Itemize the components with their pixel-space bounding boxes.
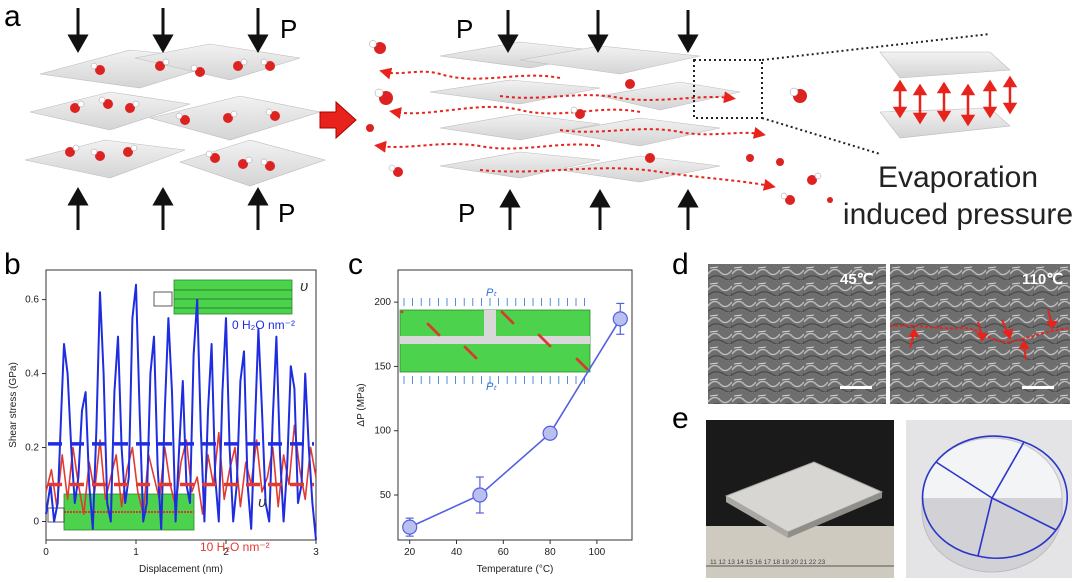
y-tick-label: 0 [33,517,39,528]
y-tick-label: 200 [374,297,391,308]
water-molecule [500,310,504,314]
data-point [472,487,488,503]
water-molecule [463,345,467,349]
x-tick-label: 100 [589,547,606,558]
sem-label-110c: 110℃ [1022,271,1064,288]
escaping-water-paths [374,67,776,191]
water-molecule [400,310,404,314]
md-inset [399,298,591,384]
photo-ceramic-plate: 11 12 13 14 15 16 17 18 19 20 21 22 23 [706,420,894,578]
panel-letter-a: a [4,0,21,33]
spring-box [153,291,173,307]
ruler-numbers: 11 12 13 14 15 16 17 18 19 20 21 22 23 [710,559,826,566]
y-tick-label: 150 [374,361,391,372]
data-point [542,425,558,441]
md-inset-top [153,279,293,315]
evaporation-caption-line1: Evaporation [877,161,1039,194]
sheet [439,113,601,141]
sheet [519,45,701,75]
sheet [24,139,186,179]
water-gap [484,310,496,340]
y-axis-label: Shear stress (GPa) [8,362,19,448]
pressure-label-middle-top: P [456,14,474,44]
y-tick-label: 0.4 [25,369,39,380]
sheet [439,151,601,179]
sem-image-110c [889,264,1071,404]
y-tick-label: 100 [374,426,391,437]
x-tick-label: 1 [133,547,139,558]
sem-image-45c [708,264,886,404]
x-tick-label: 3 [313,547,319,558]
pressure-label-middle-bottom: P [458,198,476,228]
plot-frame [397,269,633,541]
pressure-arrows-left [67,8,269,230]
left-sheet-stack [24,43,327,187]
water-molecule [537,333,541,337]
sheet [429,79,601,105]
y-tick-label: 50 [380,490,392,501]
panel-letter-b: b [4,248,21,281]
x-tick-label: 80 [545,547,557,558]
plot-frame [45,269,317,541]
graphene-layers [173,279,293,315]
panel-letter-e: e [672,402,689,435]
x-tick-label: 0 [43,547,49,558]
photo-ceramic-disc [906,420,1072,578]
inset-label-pt-top: Pₜ [486,287,497,299]
middle-sheet-stack [429,41,741,183]
sheet [559,155,721,183]
velocity-symbol-bottom: υ [258,494,267,511]
evaporation-caption: Evaporation induced pressure [836,160,1080,233]
series-line [409,318,621,528]
inset-label-zero-water: 0 H₂O nm⁻² [232,318,295,332]
x-tick-label: 40 [451,547,463,558]
x-axis-label: Displacement (nm) [139,564,223,575]
water-molecule [426,322,430,326]
panel-letter-c: c [348,248,363,281]
y-tick-label: 0.2 [25,443,39,454]
sheet [559,117,721,147]
y-axis-label: ΔP (MPa) [356,383,367,426]
data-point [612,311,628,327]
pressure-label-left-bottom: P [278,198,296,228]
data-point [402,519,418,535]
x-tick-label: 60 [498,547,510,558]
pressure-label-left-top: P [280,14,298,44]
panel-letter-d: d [672,248,689,281]
series-line-zero-water [45,283,317,541]
x-axis-label: Temperature (°C) [477,564,554,575]
water-molecule [575,357,579,361]
evaporation-caption-line2: induced pressure [842,197,1074,231]
water-molecules-middle [366,40,833,205]
sem-label-45c: 45℃ [840,271,874,288]
sheet [29,91,191,131]
sheet [599,81,741,111]
inset-label-ten-water: 10 H₂O nm⁻² [200,540,270,554]
transition-arrow [319,100,357,140]
pressure-arrows-middle [497,10,699,230]
inset-label-pt-bottom: Pₜ [486,381,497,393]
x-tick-label: 2 [223,547,229,558]
sheet [179,139,327,187]
water-molecules-left [65,58,280,171]
y-tick-label: 0.6 [25,295,39,306]
zoom-detail [879,51,1018,139]
panel-a-schematic [24,8,1018,230]
x-tick-label: 20 [404,547,416,558]
velocity-symbol-top: υ [300,278,309,295]
zoom-indicator [693,33,991,155]
